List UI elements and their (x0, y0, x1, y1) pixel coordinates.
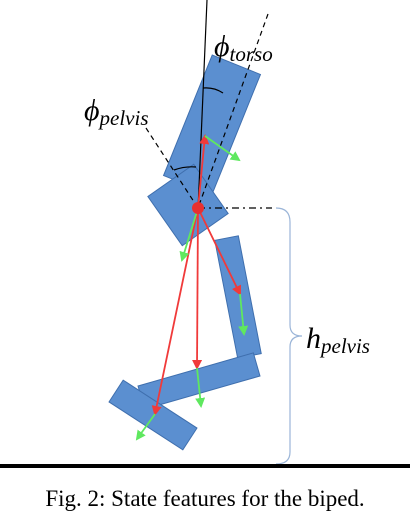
velocity-vectors (135, 135, 249, 441)
thigh-segment (214, 235, 262, 359)
velocity-vector-thigh (238, 293, 249, 336)
phi-pelvis-label: ϕpelvis (84, 94, 149, 130)
pelvis-angle-arc (173, 166, 197, 171)
position-vectors (151, 134, 241, 416)
position-vector-torso (197, 134, 210, 209)
pelvis-point (192, 202, 204, 214)
reference-lines (145, 0, 272, 211)
position-vector-foot (151, 207, 199, 416)
pelvis-height-brace (275, 207, 303, 465)
torso-angle-arc (202, 87, 224, 94)
position-vector-shin (192, 207, 203, 370)
h-pelvis-label: hpelvis (306, 322, 370, 358)
velocity-vector-pelvis (179, 207, 199, 262)
pelvis-axis-line (145, 127, 199, 209)
phi-torso-label: ϕtorso (214, 30, 273, 66)
velocity-vector-torso (204, 135, 241, 162)
ground-line (0, 464, 410, 468)
velocity-vector-foot (135, 413, 156, 441)
vertical-reference-line (197, 0, 208, 211)
figure-caption: Fig. 2: State features for the biped. (45, 486, 364, 511)
pelvis-segment (147, 163, 229, 247)
velocity-vector-shin (195, 367, 206, 408)
torso-axis-line (197, 13, 269, 209)
position-vector-thigh (197, 207, 241, 296)
